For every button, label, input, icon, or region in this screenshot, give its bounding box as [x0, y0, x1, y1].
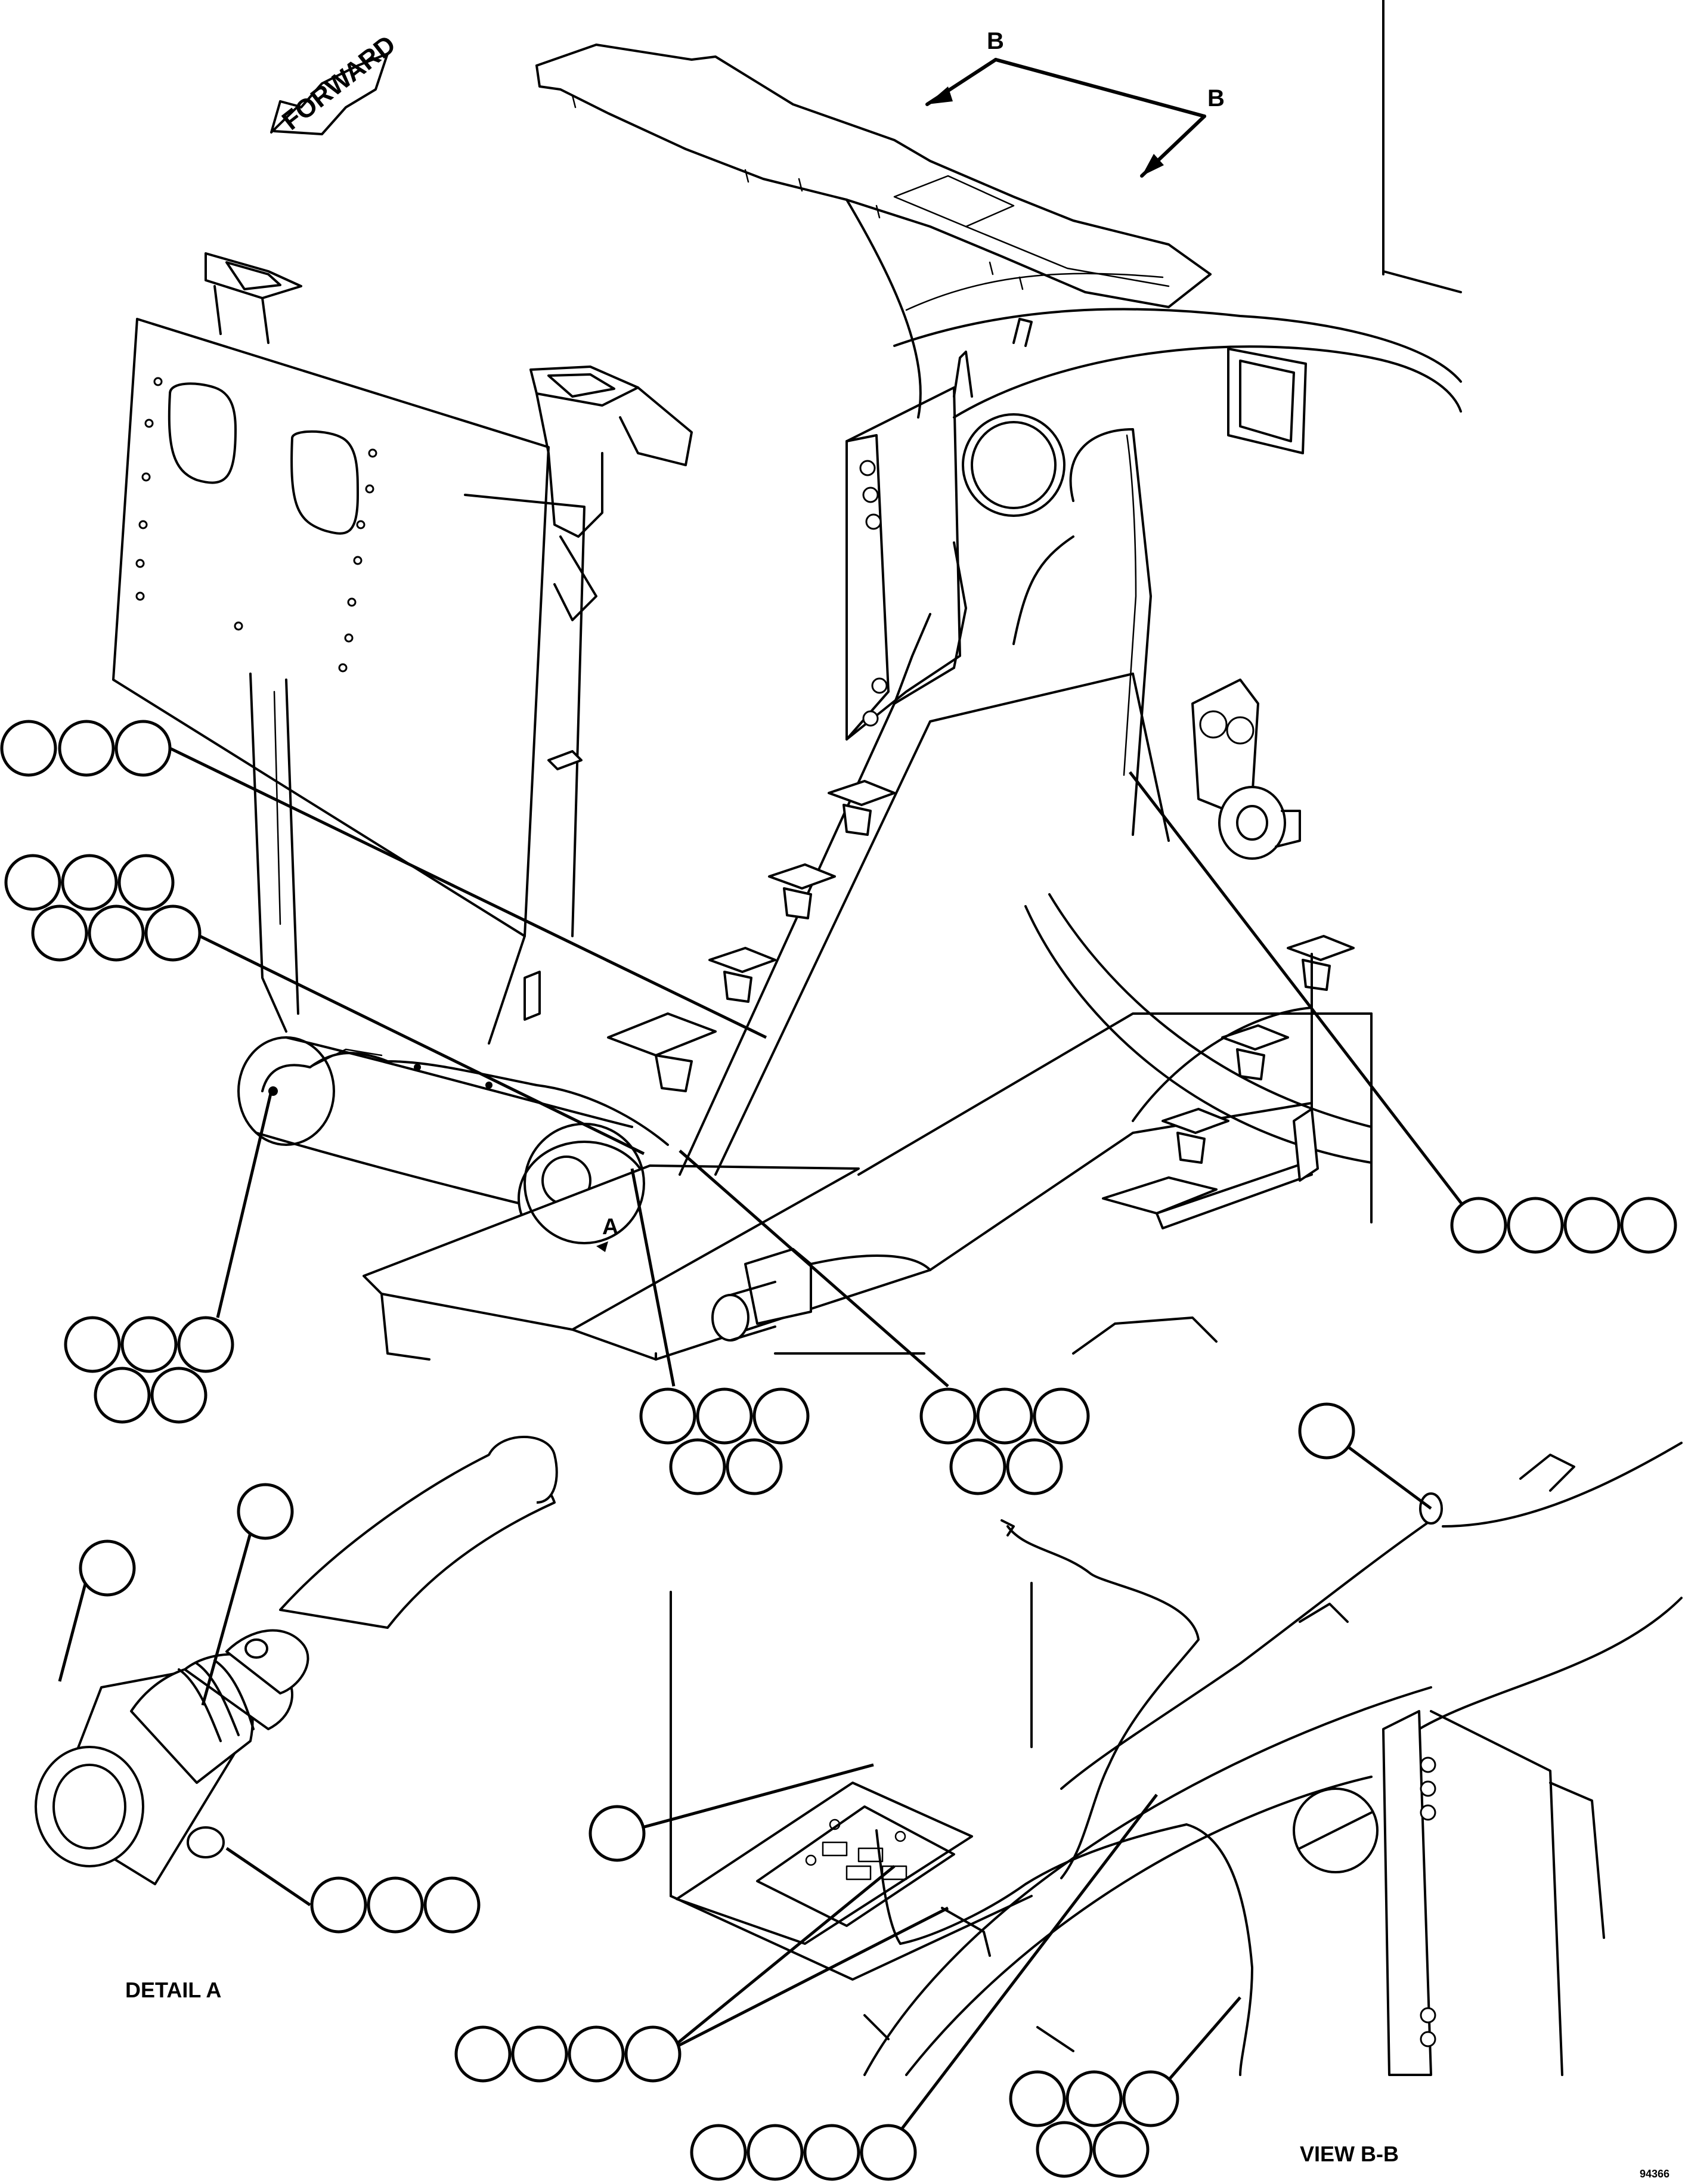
callout-bubble: [0, 720, 57, 777]
leader-lines: [58, 746, 1468, 2148]
callout-bubble: [1450, 1197, 1507, 1254]
callout-group-g13: [690, 2124, 917, 2181]
callout-bubble: [58, 720, 115, 777]
forward-label: FORWARD: [277, 30, 401, 136]
callout-bubble: [1092, 2121, 1150, 2178]
section-marker-b-left: B: [987, 28, 1004, 54]
callout-group-g6: [1450, 1197, 1677, 1254]
callout-group-g7: [1298, 1402, 1355, 1460]
view-bb-panel-holes: [1420, 1757, 1436, 2047]
callout-bubble: [1036, 2121, 1093, 2178]
callout-bubble: [177, 1316, 234, 1373]
view-bb: VIEW B-B 94366: [670, 1442, 1683, 2180]
callout-bubble: [588, 1805, 646, 1862]
callout-bubble: [1620, 1197, 1677, 1254]
callout-bubble: [64, 1316, 121, 1373]
callout-bubble: [803, 2124, 860, 2181]
detail-a-view: DETAIL A: [35, 1436, 558, 2002]
callout-bubble: [61, 854, 118, 911]
callout-bubble: [624, 2025, 682, 2083]
callout-bubble: [1033, 1387, 1090, 1445]
callout-bubble: [120, 1316, 178, 1373]
callout-group-g5: [919, 1387, 1090, 1495]
section-b-markers: B B: [925, 28, 1225, 178]
callout-group-g3: [64, 1316, 234, 1424]
callout-bubble: [1507, 1197, 1564, 1254]
callout-group-g1: [0, 720, 172, 777]
callout-bubble: [31, 904, 88, 962]
callout-group-g9: [79, 1539, 136, 1597]
callout-bubble: [949, 1438, 1006, 1495]
callout-bubble: [144, 904, 202, 962]
detail-caption: DETAIL A: [125, 1978, 221, 2002]
callout-bubble: [1006, 1438, 1063, 1495]
callout-bubble: [79, 1539, 136, 1597]
side-panel-holes: [859, 460, 888, 727]
callout-bubble: [114, 720, 172, 777]
callout-bubble: [690, 2124, 747, 2181]
detail-marker-a: A: [602, 1215, 618, 1240]
callout-bubble: [639, 1387, 696, 1445]
callout-bubble: [919, 1387, 977, 1445]
detail-a-knurl: [178, 1659, 255, 1742]
callout-group-g11: [588, 1805, 646, 1862]
callout-bubble: [568, 2025, 625, 2083]
callout-bubble: [696, 1387, 753, 1445]
callout-bubble: [1298, 1402, 1355, 1460]
callout-group-g10: [310, 1876, 481, 1934]
callout-bubble: [4, 854, 61, 911]
callout-bubble: [860, 2124, 917, 2181]
main-assembly-view: A: [112, 0, 1462, 1361]
callout-group-g14: [1009, 2070, 1179, 2178]
callout-bubble: [1122, 2070, 1179, 2127]
callout-bubble: [1065, 2070, 1123, 2127]
callout-bubble: [310, 1876, 367, 1934]
panel-holes: [135, 377, 377, 673]
callout-bubble: [511, 2025, 568, 2083]
beam-steps: [607, 780, 1355, 1229]
callout-bubble: [1563, 1197, 1621, 1254]
callout-bubble: [1009, 2070, 1066, 2127]
callout-group-g8: [237, 1483, 294, 1540]
section-marker-b-right: B: [1207, 85, 1225, 111]
forward-arrow: FORWARD: [270, 30, 401, 136]
callout-bubble: [94, 1367, 151, 1424]
drawing-number: 94366: [1640, 2168, 1669, 2180]
callout-bubble: [117, 854, 175, 911]
callout-bubble: [88, 904, 145, 962]
view-caption: VIEW B-B: [1300, 2142, 1399, 2166]
callout-bubble: [423, 1876, 481, 1934]
callout-group-g4: [639, 1387, 810, 1495]
callout-bubble: [150, 1367, 207, 1424]
callout-bubble: [237, 1483, 294, 1540]
callout-bubble: [367, 1876, 424, 1934]
callout-bubble: [454, 2025, 512, 2083]
callout-bubble: [747, 2124, 804, 2181]
callout-bubble: [669, 1438, 726, 1495]
callout-group-g2: [4, 854, 202, 962]
callout-bubble: [752, 1387, 810, 1445]
callout-group-g12: [454, 2025, 682, 2083]
callout-bubble: [976, 1387, 1033, 1445]
callout-bubble: [726, 1438, 783, 1495]
